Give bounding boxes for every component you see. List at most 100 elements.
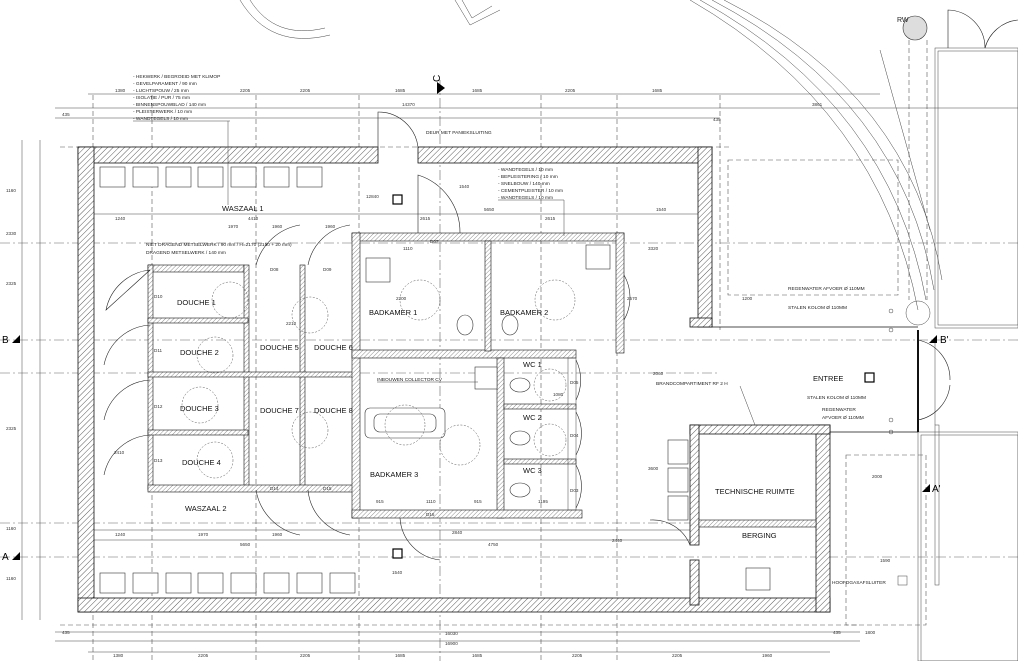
spec-line: - BINNENSPOUWBLAD / 140 mm — [133, 102, 206, 108]
note-gas-valve: HOOFDGASAFSLUITER — [832, 580, 886, 586]
door-code: D04 — [570, 433, 579, 438]
door-code: D12 — [154, 404, 163, 409]
wall-spec-inner: - WANDTEGELS / 10 mm - BEPLEISTERING / 1… — [498, 167, 565, 236]
door-code: D07 — [430, 239, 439, 244]
room-douche-3: DOUCHE 3 — [180, 404, 219, 413]
spec-line: - WANDTEGELS / 10 mm — [498, 195, 553, 201]
dim-label: 2205 — [240, 88, 251, 93]
annotations: DEUR MET PANIEKSLUITING NIET DRAGEND MET… — [146, 130, 908, 586]
dim-label: 1195 — [538, 499, 548, 504]
sinks-bottom — [99, 572, 356, 594]
shower-tray-2 — [585, 244, 611, 270]
section-arrow-icon — [437, 82, 445, 94]
door-code: D14 — [270, 486, 279, 491]
room-waszaal-2: WASZAAL 2 — [185, 504, 227, 513]
dim-label: 2205 — [300, 653, 311, 658]
section-arrow-icon — [12, 335, 20, 343]
note-rainwater-2: REGENWATER — [822, 407, 856, 413]
dim-label: 1540 — [392, 570, 403, 575]
toilet-icon — [509, 377, 531, 393]
section-mark-c: C — [432, 75, 443, 82]
dim-label: 2205 — [565, 88, 576, 93]
room-douche-4: DOUCHE 4 — [182, 458, 221, 467]
toilet-icon — [501, 314, 519, 336]
room-douche-5: DOUCHE 5 — [260, 343, 299, 352]
note-panic-door: DEUR MET PANIEKSLUITING — [426, 130, 492, 136]
spec-line: - PLEISTERWERK / 10 mm — [133, 109, 192, 115]
bathroom-fixtures — [181, 244, 771, 591]
section-mark-b: B — [2, 335, 9, 346]
door-code: D03 — [570, 488, 579, 493]
section-arrow-icon — [12, 552, 20, 560]
cv-collector-icon — [474, 366, 498, 390]
dim-label: 1380 — [115, 88, 126, 93]
room-douche-1: DOUCHE 1 — [177, 298, 216, 307]
dim-label: 5650 — [484, 207, 495, 212]
door-code: D15 — [323, 486, 332, 491]
sinks-top — [99, 166, 323, 188]
dim-label: 2325 — [6, 281, 17, 286]
sinks-right — [667, 439, 689, 521]
section-mark-b-prime: B' — [940, 335, 949, 346]
spec-line: - HEKWERK / BEGROEID MET KLIMOP — [133, 74, 220, 80]
rw-label: RW — [897, 17, 909, 24]
room-waszaal-1: WASZAAL 1 — [222, 204, 264, 213]
room-entree: ENTREE — [813, 374, 843, 383]
note-fire-compartment: BRANDCOMPARTIMENT RF 2 H — [656, 381, 728, 387]
section-mark-a: A — [2, 552, 9, 563]
dim-label: 1685 — [395, 88, 406, 93]
section-arrow-icon — [922, 484, 930, 492]
dim-label: 5650 — [240, 542, 251, 547]
toilet-icon — [509, 430, 531, 446]
dim-label: 3320 — [648, 246, 659, 251]
section-arrow-icon — [929, 335, 937, 343]
dim-label: 435 — [713, 117, 721, 122]
dim-label: 1960 — [762, 653, 773, 658]
doors — [103, 111, 951, 561]
column-detail-icon — [905, 300, 931, 326]
room-badkamer-1: BADKAMER 1 — [369, 308, 417, 317]
dim-label: 1380 — [113, 653, 124, 658]
note-collector: INBOUWEN COLLECTOR CV — [377, 377, 443, 383]
dim-label: 1540 — [459, 184, 470, 189]
dim-label: 2330 — [6, 231, 17, 236]
room-douche-8: DOUCHE 8 — [314, 406, 353, 415]
room-wc-3: WC 3 — [523, 466, 542, 475]
spec-line: - ISOLATIE / PUR / 75 mm — [133, 95, 190, 101]
dimension-lines — [21, 93, 1018, 653]
dim-label: 2570 — [627, 296, 638, 301]
dim-label: 2060 — [653, 371, 664, 376]
gas-valve-icon — [897, 575, 908, 586]
room-labels: WASZAAL 1 WASZAAL 2 DOUCHE 1 DOUCHE 2 DO… — [177, 204, 843, 540]
dim-label: 1110 — [403, 246, 413, 251]
dim-label: 1685 — [472, 653, 483, 658]
door-code: D16 — [426, 512, 435, 517]
dim-label: 435 — [62, 630, 70, 635]
dim-label: 2000 — [872, 474, 883, 479]
dim-label: 12840 — [366, 194, 379, 199]
dim-label: 1080 — [553, 392, 564, 397]
dim-label: 2615 — [545, 216, 556, 221]
wall-spec-outer: - HEKWERK / BEGROEID MET KLIMOP - GEVELP… — [133, 74, 230, 205]
dim-label: 1800 — [865, 630, 876, 635]
dim-label: 1590 — [880, 558, 891, 563]
dim-label: 1160 — [6, 526, 16, 531]
note-rainwater-1: REGENWATER AFVOER Ø 110MM — [788, 286, 865, 292]
outer-walls — [77, 146, 919, 613]
interior-walls — [147, 232, 625, 519]
dim-label: 3600 — [648, 466, 659, 471]
dim-label: 2615 — [420, 216, 431, 221]
door-code: D08 — [270, 267, 279, 272]
dim-label: 1970 — [198, 532, 209, 537]
dim-label: 3861 — [812, 102, 823, 107]
dim-label: 435 — [62, 112, 70, 117]
door-code: D09 — [323, 267, 332, 272]
room-berging: BERGING — [742, 531, 777, 540]
dim-label: 1240 — [115, 532, 126, 537]
dim-label: 435 — [833, 630, 841, 635]
dim-label: 2410 — [114, 450, 125, 455]
spec-line: - WANDTEGELS / 10 mm — [498, 167, 553, 173]
dim-label: 2325 — [6, 426, 17, 431]
dim-label: 1685 — [395, 653, 406, 658]
